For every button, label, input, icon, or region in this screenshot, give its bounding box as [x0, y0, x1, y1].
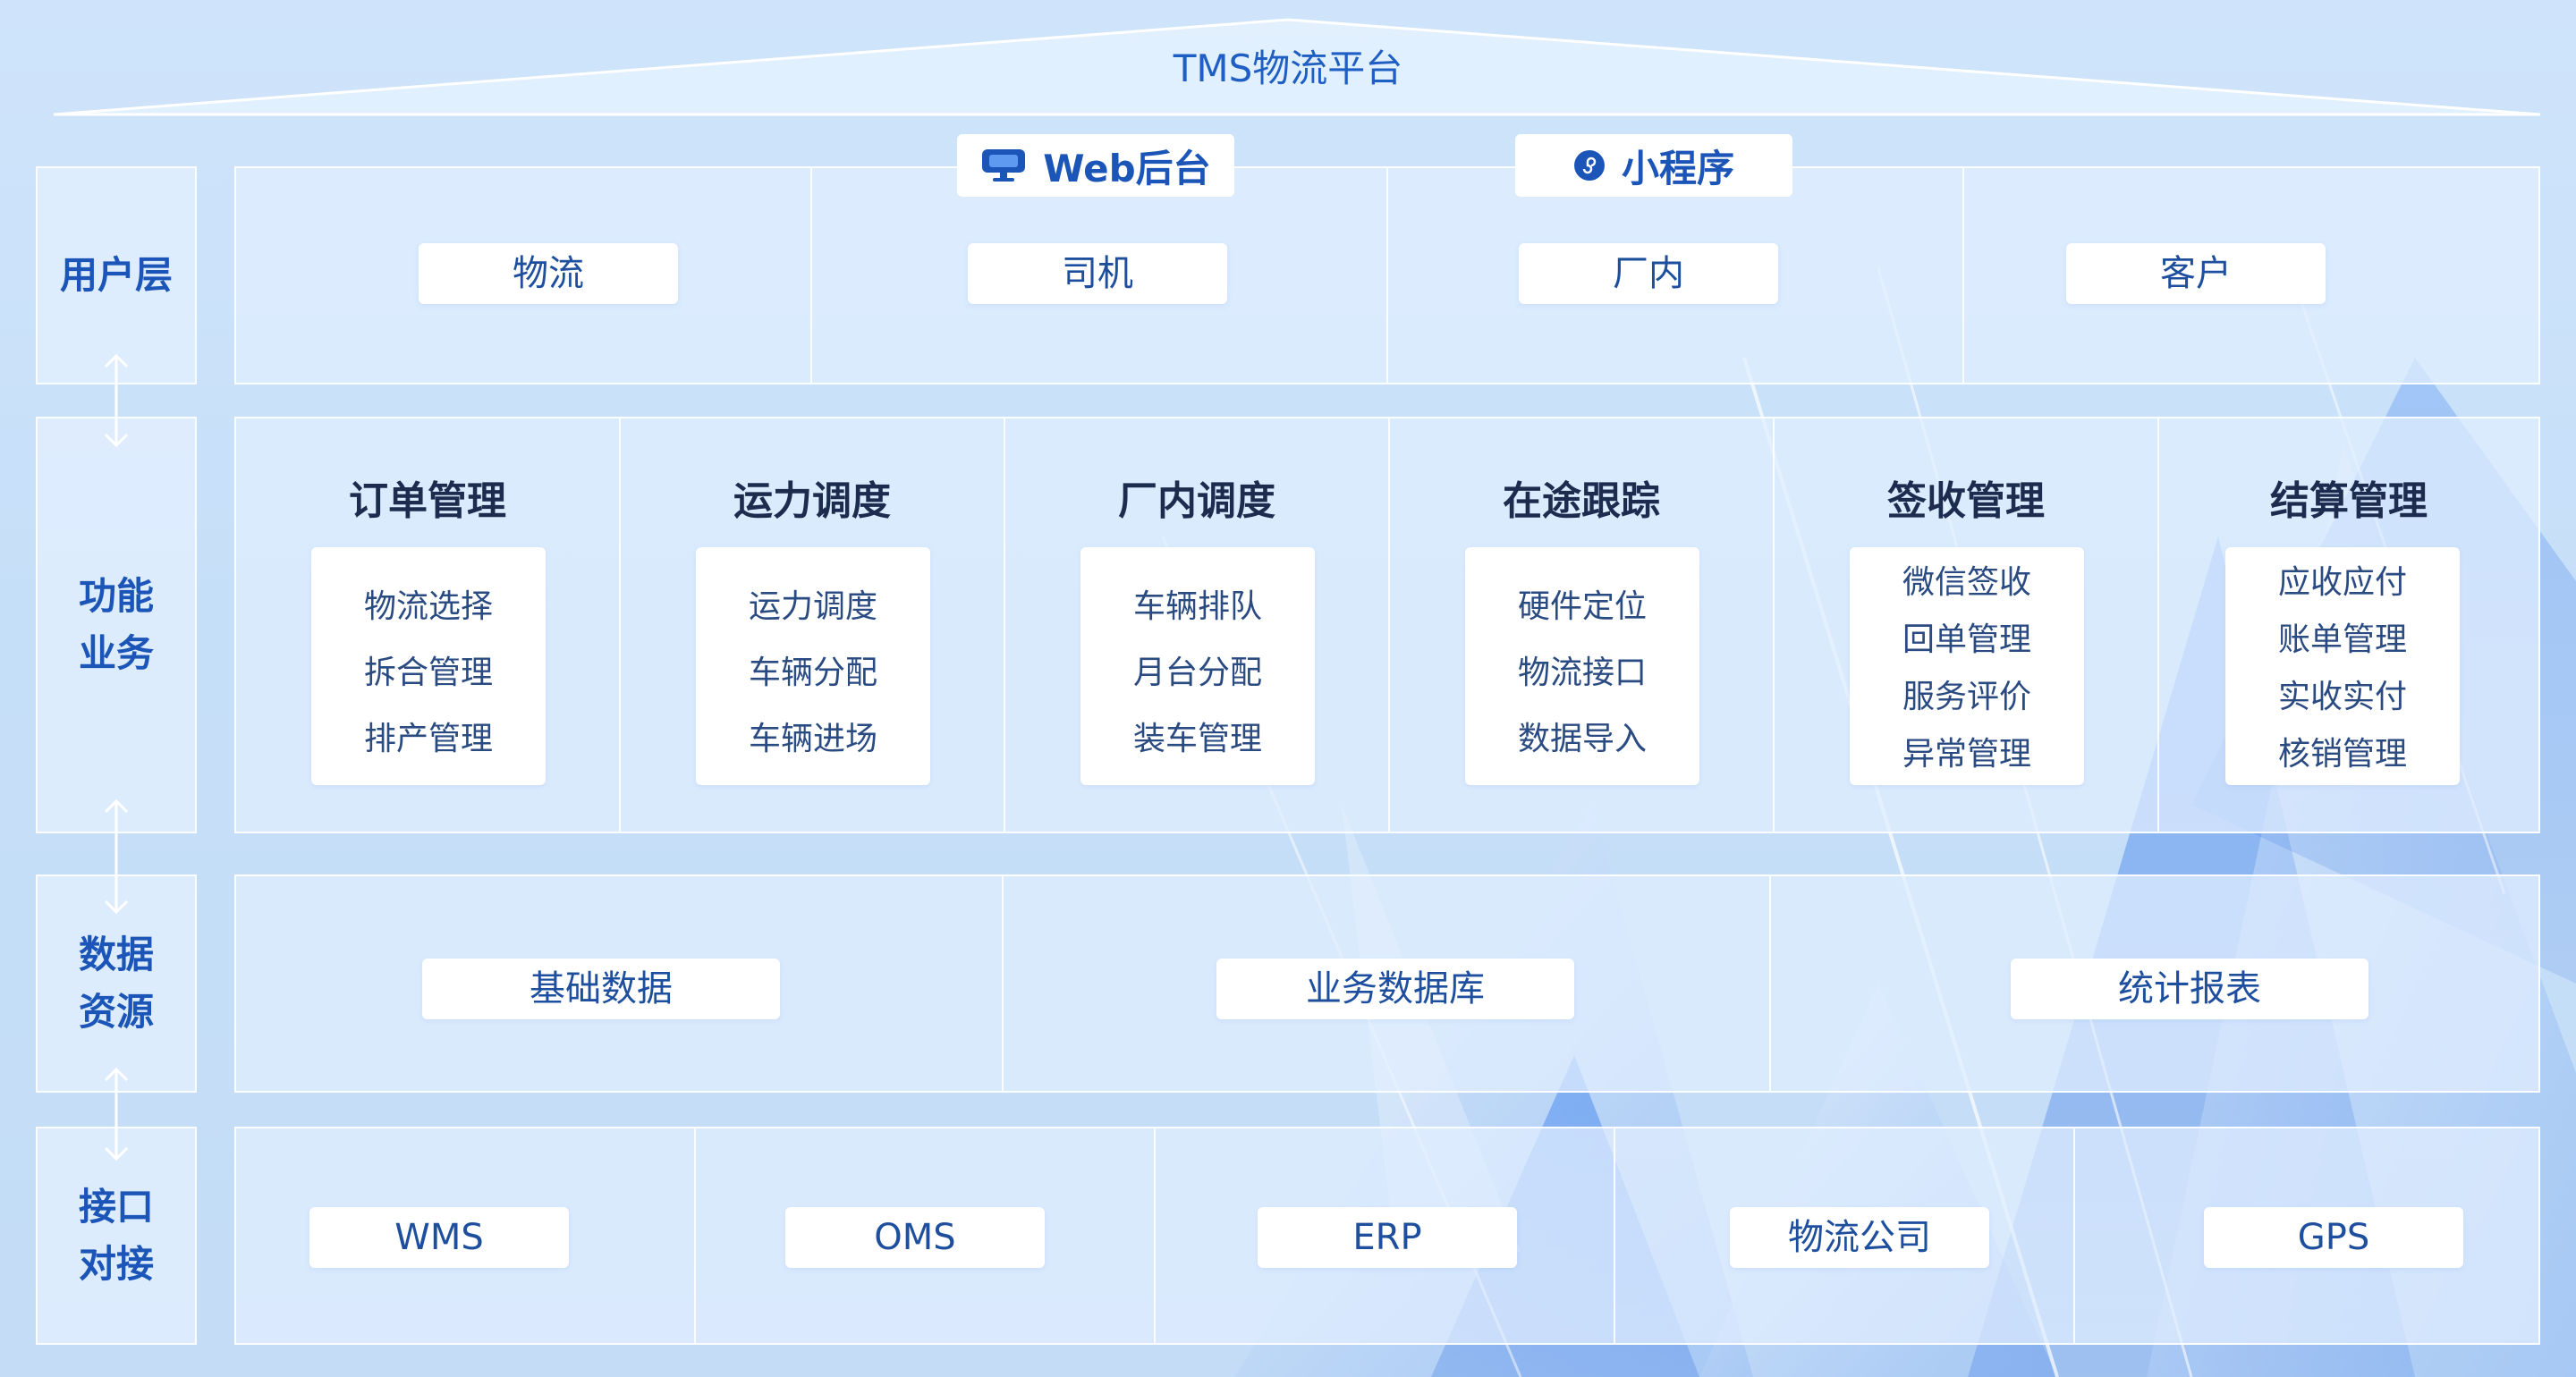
- user-column: 司机: [812, 168, 1388, 383]
- function-item: 物流选择: [363, 588, 493, 625]
- user-item: 物流: [419, 243, 678, 304]
- interface-column: ERP: [1156, 1128, 1615, 1343]
- data-column: 基础数据: [236, 876, 1004, 1091]
- function-column: 签收管理 微信签收 回单管理 服务评价 异常管理: [1775, 418, 2159, 832]
- data-column: 统计报表: [1771, 876, 2538, 1091]
- function-item-box: 运力调度 车辆分配 车辆进场: [696, 547, 930, 785]
- interface-item: 物流公司: [1730, 1207, 1989, 1268]
- user-layer-panel: 物流 司机 厂内 客户: [234, 166, 2540, 384]
- layer-label-interface: 接口对接: [36, 1127, 197, 1345]
- function-title: 在途跟踪: [1503, 478, 1660, 524]
- function-column: 厂内调度 车辆排队 月台分配 装车管理: [1005, 418, 1390, 832]
- function-item: 车辆排队: [1132, 588, 1262, 625]
- roof-shape: [53, 18, 2541, 116]
- double-arrow-icon: [104, 353, 129, 448]
- function-item: 硬件定位: [1517, 588, 1647, 625]
- interface-item: WMS: [309, 1207, 569, 1268]
- interface-item: ERP: [1258, 1207, 1517, 1268]
- data-item: 基础数据: [422, 959, 780, 1019]
- data-item: 业务数据库: [1216, 959, 1574, 1019]
- interface-column: WMS: [236, 1128, 696, 1343]
- function-item: 服务评价: [1902, 679, 2031, 715]
- double-arrow-icon: [104, 1067, 129, 1162]
- function-item-box: 车辆排队 月台分配 装车管理: [1080, 547, 1315, 785]
- interface-column: GPS: [2075, 1128, 2538, 1343]
- function-column: 在途跟踪 硬件定位 物流接口 数据导入: [1390, 418, 1775, 832]
- interface-column: 物流公司: [1615, 1128, 2075, 1343]
- user-column: 厂内: [1388, 168, 1964, 383]
- interface-layer-panel: WMS OMS ERP 物流公司 GPS: [234, 1127, 2540, 1345]
- function-item: 车辆进场: [748, 721, 877, 757]
- function-item: 拆合管理: [363, 655, 493, 691]
- interface-item: OMS: [785, 1207, 1045, 1268]
- function-column: 运力调度 运力调度 车辆分配 车辆进场: [621, 418, 1005, 832]
- function-title: 运力调度: [733, 478, 891, 524]
- layer-label-function: 功能业务: [36, 417, 197, 833]
- function-item-box: 微信签收 回单管理 服务评价 异常管理: [1850, 547, 2084, 785]
- user-item: 司机: [968, 243, 1227, 304]
- interface-item: GPS: [2204, 1207, 2463, 1268]
- function-item: 核销管理: [2277, 736, 2407, 773]
- monitor-icon: [982, 149, 1026, 182]
- data-layer-panel: 基础数据 业务数据库 统计报表: [234, 874, 2540, 1093]
- function-column: 订单管理 物流选择 拆合管理 排产管理: [236, 418, 621, 832]
- function-item: 微信签收: [1902, 564, 2031, 601]
- function-title: 签收管理: [1887, 478, 2045, 524]
- interface-column: OMS: [696, 1128, 1156, 1343]
- function-item: 回单管理: [1902, 621, 2031, 658]
- tab-web[interactable]: Web后台: [957, 134, 1234, 197]
- mini-program-icon: [1573, 150, 1605, 181]
- data-column: 业务数据库: [1004, 876, 1771, 1091]
- platform-title: TMS物流平台: [1173, 46, 1403, 90]
- tab-mini-program[interactable]: 小程序: [1515, 134, 1792, 197]
- user-column: 客户: [1964, 168, 2538, 383]
- user-item: 厂内: [1519, 243, 1778, 304]
- function-item: 排产管理: [363, 721, 493, 757]
- function-title: 厂内调度: [1118, 478, 1275, 524]
- function-item-box: 应收应付 账单管理 实收实付 核销管理: [2225, 547, 2460, 785]
- function-title: 订单管理: [349, 478, 506, 524]
- tab-mini-label: 小程序: [1621, 146, 1734, 190]
- user-column: 物流: [236, 168, 812, 383]
- function-item-box: 硬件定位 物流接口 数据导入: [1465, 547, 1699, 785]
- layer-label-user: 用户层: [36, 166, 197, 384]
- function-item: 异常管理: [1902, 736, 2031, 773]
- function-item: 账单管理: [2277, 621, 2407, 658]
- function-item: 车辆分配: [748, 655, 877, 691]
- function-item: 实收实付: [2277, 679, 2407, 715]
- function-item-box: 物流选择 拆合管理 排产管理: [311, 547, 546, 785]
- function-item: 装车管理: [1132, 721, 1262, 757]
- function-item: 数据导入: [1517, 721, 1647, 757]
- user-item: 客户: [2066, 243, 2326, 304]
- function-column: 结算管理 应收应付 账单管理 实收实付 核销管理: [2159, 418, 2538, 832]
- function-item: 应收应付: [2277, 564, 2407, 601]
- function-layer-panel: 订单管理 物流选择 拆合管理 排产管理 运力调度 运力调度 车辆分配 车辆进场 …: [234, 417, 2540, 833]
- data-item: 统计报表: [2011, 959, 2368, 1019]
- function-item: 物流接口: [1517, 655, 1647, 691]
- tab-web-label: Web后台: [1043, 146, 1211, 190]
- function-title: 结算管理: [2270, 478, 2428, 524]
- double-arrow-icon: [104, 798, 129, 915]
- function-item: 月台分配: [1132, 655, 1262, 691]
- function-item: 运力调度: [748, 588, 877, 625]
